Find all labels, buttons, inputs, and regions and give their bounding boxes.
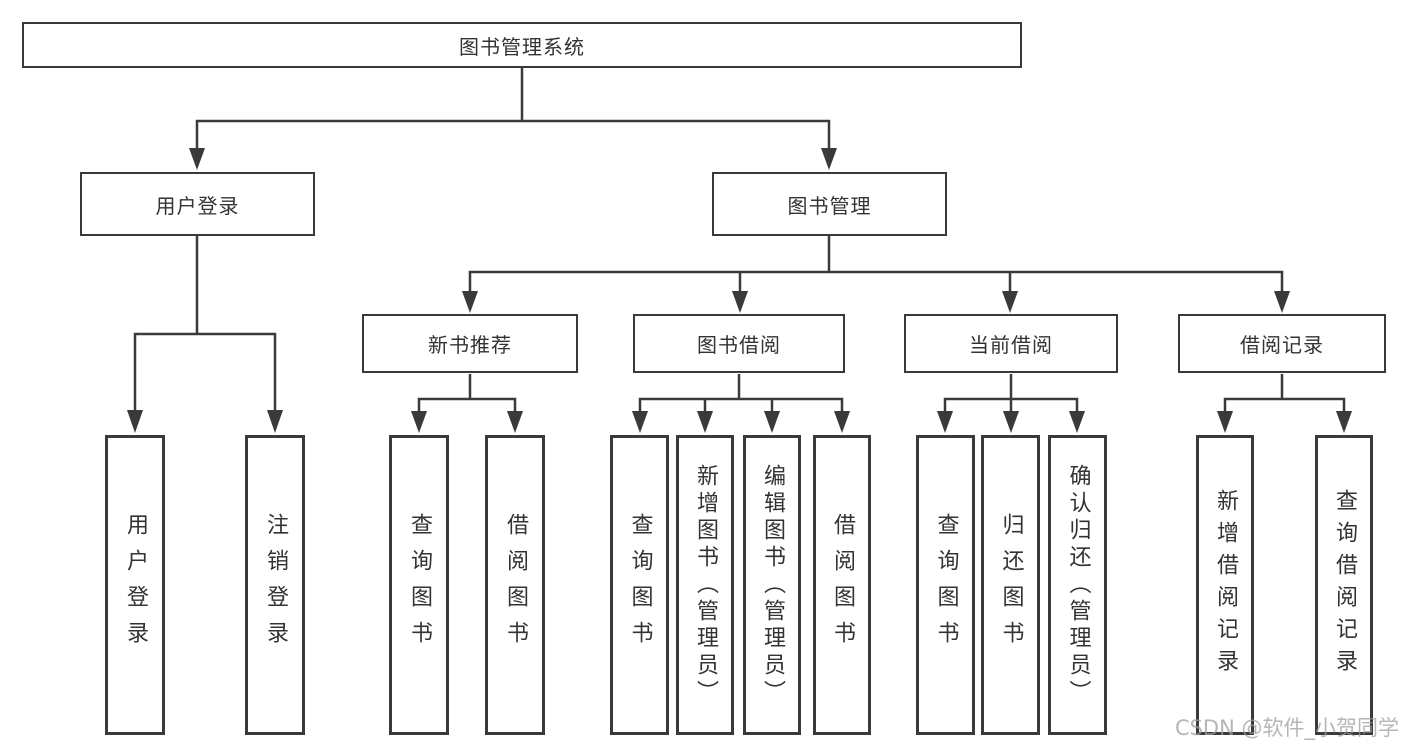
leaf-query-books-recommend: 查询图书	[389, 435, 449, 735]
leaf-confirm-return-admin: 确认归还（管理员）	[1048, 435, 1107, 735]
connector-recommend-children	[417, 397, 517, 413]
leaf-query-borrow-record: 查询借阅记录	[1315, 435, 1373, 735]
leaf-borrow-books: 借阅图书	[813, 435, 871, 735]
arrowhead	[732, 291, 748, 313]
leaf-borrow-books-recommend: 借阅图书	[485, 435, 545, 735]
node-label: 图书管理系统	[459, 34, 585, 59]
node-label: 编辑图书（管理员）	[760, 463, 785, 707]
node-label: 注销登录	[263, 513, 288, 657]
node-label: 查询图书	[407, 513, 432, 657]
arrowhead	[937, 411, 953, 433]
arrowhead	[507, 411, 523, 433]
arrowhead	[411, 411, 427, 433]
node-new-book-recommend: 新书推荐	[362, 314, 578, 373]
node-current-borrow: 当前借阅	[904, 314, 1118, 373]
arrowhead	[1002, 291, 1018, 313]
node-book-borrow: 图书借阅	[633, 314, 845, 373]
arrowhead	[267, 410, 283, 433]
node-label: 用户登录	[155, 193, 240, 218]
leaf-query-books-borrow: 查询图书	[610, 435, 669, 735]
connector-user-login-children	[133, 332, 277, 412]
leaf-add-borrow-record: 新增借阅记录	[1196, 435, 1254, 735]
leaf-add-books-admin: 新增图书（管理员）	[676, 435, 734, 735]
arrowhead	[834, 411, 850, 433]
node-borrow-records: 借阅记录	[1178, 314, 1386, 373]
connector-records-children	[1223, 397, 1346, 413]
node-label: 查询图书	[933, 513, 959, 657]
node-label: 借阅图书	[830, 513, 855, 657]
arrowhead	[697, 411, 713, 433]
node-label: 图书借阅	[697, 333, 781, 357]
node-label: 查询图书	[627, 513, 653, 657]
node-label: 借阅图书	[503, 513, 528, 657]
node-label: 用户登录	[123, 513, 148, 657]
arrowhead	[1069, 411, 1085, 433]
arrowhead	[127, 410, 143, 433]
node-root: 图书管理系统	[22, 22, 1022, 68]
arrowhead	[632, 411, 648, 433]
leaf-user-login: 用户登录	[105, 435, 165, 735]
connector-borrow-children	[638, 397, 844, 413]
leaf-query-books-current: 查询图书	[916, 435, 975, 735]
arrowhead	[1336, 411, 1352, 433]
node-label: 新增借阅记录	[1213, 489, 1238, 681]
csdn-watermark: CSDN @软件_小贺同学	[1174, 716, 1399, 740]
leaf-return-books: 归还图书	[981, 435, 1040, 735]
node-label: 归还图书	[998, 513, 1024, 657]
connector-level3	[468, 270, 1284, 294]
arrowhead	[462, 291, 478, 313]
arrowhead	[1217, 411, 1233, 433]
leaf-edit-books-admin: 编辑图书（管理员）	[743, 435, 801, 735]
node-label: 借阅记录	[1240, 333, 1324, 357]
arrowhead	[1003, 411, 1019, 433]
arrowhead	[821, 148, 837, 170]
leaf-logout: 注销登录	[245, 435, 305, 735]
node-label: 图书管理	[787, 193, 872, 218]
connector-level2	[195, 119, 831, 152]
node-label: 新增图书（管理员）	[693, 463, 718, 707]
node-label: 新书推荐	[428, 333, 512, 357]
node-label: 查询借阅记录	[1332, 489, 1357, 681]
arrowhead	[1274, 291, 1290, 313]
arrowhead	[189, 148, 205, 170]
node-label: 当前借阅	[969, 333, 1053, 357]
node-label: 确认归还（管理员）	[1065, 463, 1091, 707]
node-user-login: 用户登录	[80, 172, 315, 236]
connector-current-children	[943, 397, 1079, 413]
node-book-management: 图书管理	[712, 172, 947, 236]
arrowhead	[764, 411, 780, 433]
